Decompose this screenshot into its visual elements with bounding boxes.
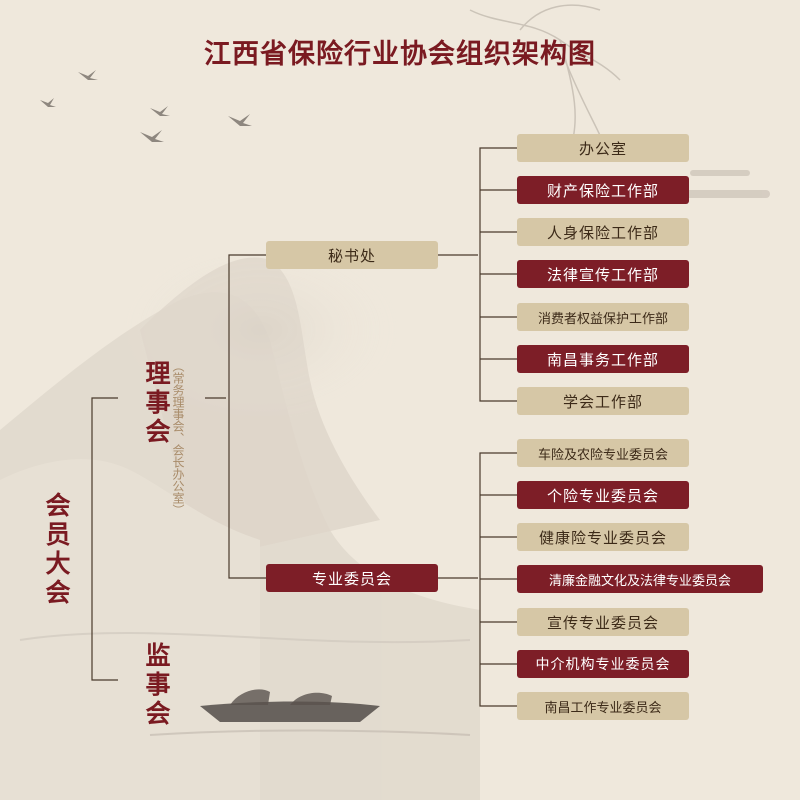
department-box: 消费者权益保护工作部 bbox=[517, 303, 689, 331]
committee-box: 南昌工作专业委员会 bbox=[517, 692, 689, 720]
department-box: 学会工作部 bbox=[517, 387, 689, 415]
page-title: 江西省保险行业协会组织架构图 bbox=[204, 39, 596, 70]
department-box: 法律宣传工作部 bbox=[517, 260, 689, 288]
committee-box: 中介机构专业委员会 bbox=[517, 650, 689, 678]
committee-box: 个险专业委员会 bbox=[517, 481, 689, 509]
committees-box: 专业委员会 bbox=[266, 564, 438, 592]
mountain-shapes bbox=[0, 240, 480, 800]
general-assembly-label: 会员大会 bbox=[42, 492, 71, 608]
committee-box: 健康险专业委员会 bbox=[517, 523, 689, 551]
department-box: 财产保险工作部 bbox=[517, 176, 689, 204]
council-note: （常务理事会、会长办公室） bbox=[171, 360, 185, 516]
department-box: 南昌事务工作部 bbox=[517, 345, 689, 373]
department-box: 人身保险工作部 bbox=[517, 218, 689, 246]
committee-box: 宣传专业委员会 bbox=[517, 608, 689, 636]
department-box: 办公室 bbox=[517, 134, 689, 162]
stone-strokes bbox=[670, 170, 770, 198]
supervisory-board-label: 监事会 bbox=[142, 642, 171, 729]
committee-box: 车险及农险专业委员会 bbox=[517, 439, 689, 467]
committee-box: 清廉金融文化及法律专业委员会 bbox=[517, 565, 763, 593]
secretariat-box: 秘书处 bbox=[266, 241, 438, 269]
boat-drawing bbox=[19, 631, 471, 736]
birds-icon bbox=[40, 70, 252, 142]
council-label: 理事会 bbox=[142, 360, 171, 447]
